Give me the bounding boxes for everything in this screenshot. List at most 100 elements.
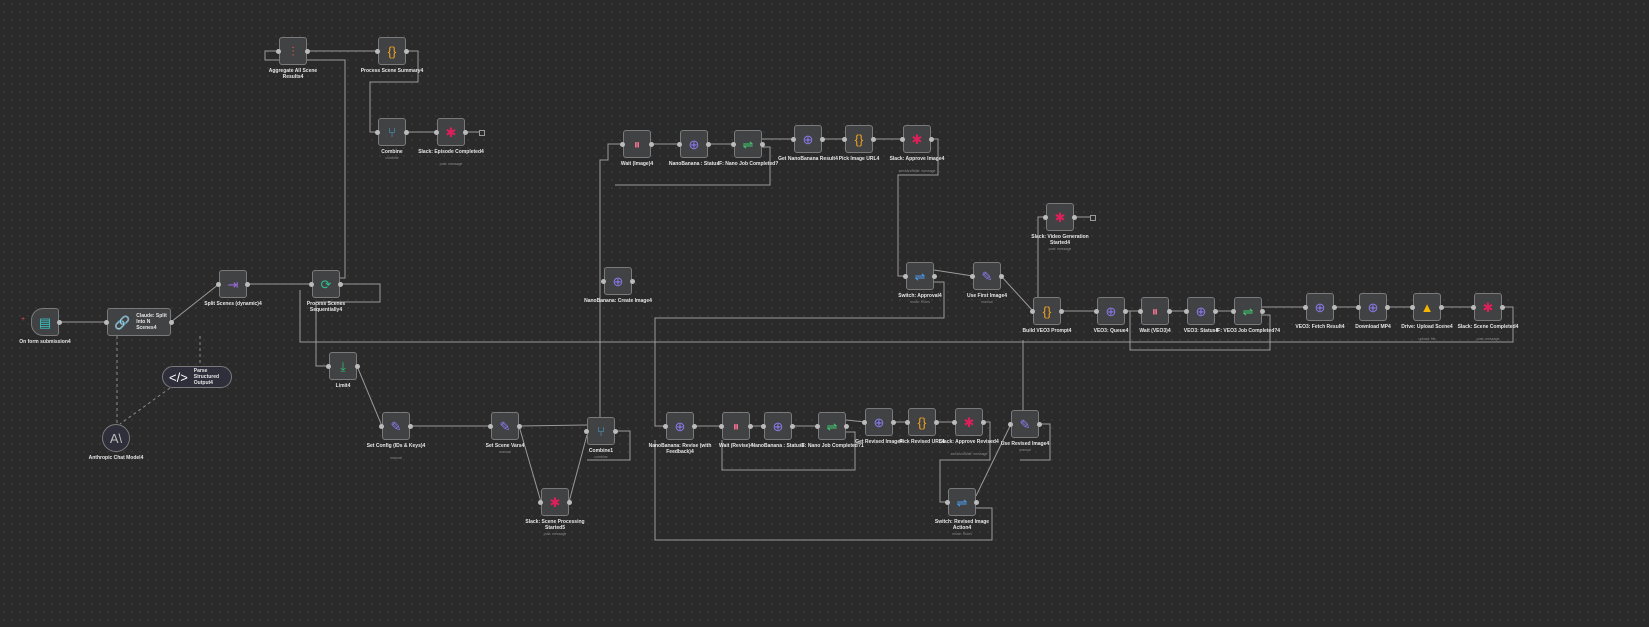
output-port[interactable] [1385, 304, 1390, 310]
output-port[interactable] [1059, 308, 1064, 314]
input-port[interactable] [1356, 304, 1361, 310]
output-port[interactable] [871, 136, 876, 142]
node-drive-upload[interactable]: ▲ [1413, 293, 1441, 321]
input-port[interactable] [952, 419, 957, 425]
output-port[interactable] [999, 273, 1004, 279]
node-pick-revised-url[interactable]: {} [908, 408, 936, 436]
input-port[interactable] [970, 273, 975, 279]
node-slack-approve[interactable]: ✱ [903, 125, 931, 153]
node-aggregate[interactable]: ⫶ [279, 37, 307, 65]
input-port[interactable] [1094, 308, 1099, 314]
connection-49[interactable] [1129, 311, 1271, 351]
input-port[interactable] [1138, 308, 1143, 314]
output-port[interactable] [974, 499, 979, 505]
node-use-first-image[interactable]: ✎ [973, 262, 1001, 290]
input-port[interactable] [434, 129, 439, 135]
node-get-revised[interactable]: ⊕ [865, 408, 893, 436]
node-nano-status1[interactable]: ⊕ [764, 412, 792, 440]
node-nano-create[interactable]: ⊕ [604, 267, 632, 295]
output-port[interactable] [934, 419, 939, 425]
connection-47[interactable] [721, 431, 856, 471]
input-port[interactable] [945, 499, 950, 505]
input-port[interactable] [761, 423, 766, 429]
output-port[interactable] [567, 499, 572, 505]
node-wait-image[interactable]: ⏸ [623, 130, 651, 158]
input-port[interactable] [1303, 304, 1308, 310]
node-nano-status[interactable]: ⊕ [680, 130, 708, 158]
node-build-veo3[interactable]: {} [1033, 297, 1061, 325]
node-split-scenes[interactable]: ⇥ [219, 270, 247, 298]
output-port[interactable] [760, 141, 765, 147]
input-port[interactable] [731, 141, 736, 147]
add-node-button[interactable] [1090, 215, 1096, 221]
input-port[interactable] [104, 319, 109, 325]
output-port[interactable] [57, 319, 62, 325]
output-port[interactable] [1439, 304, 1444, 310]
output-port[interactable] [355, 363, 360, 369]
input-port[interactable] [488, 423, 493, 429]
input-port[interactable] [584, 428, 589, 434]
input-port[interactable] [791, 136, 796, 142]
node-combine[interactable]: ⑂ [378, 118, 406, 146]
input-port[interactable] [326, 363, 331, 369]
node-slack-approve-revised[interactable]: ✱ [955, 408, 983, 436]
input-port[interactable] [719, 423, 724, 429]
output-port[interactable] [245, 281, 250, 287]
node-process-scenes[interactable]: ⟳ [312, 270, 340, 298]
node-wait-revise[interactable]: ⏸ [722, 412, 750, 440]
output-port[interactable] [1500, 304, 1505, 310]
output-port[interactable] [981, 419, 986, 425]
output-port[interactable] [1072, 214, 1077, 220]
connection-4[interactable] [356, 365, 383, 427]
input-port[interactable] [538, 499, 543, 505]
connection-10[interactable] [599, 143, 623, 417]
input-port[interactable] [375, 48, 380, 54]
output-port[interactable] [1260, 308, 1265, 314]
output-port[interactable] [1037, 421, 1042, 427]
output-port[interactable] [613, 428, 618, 434]
connection-6[interactable] [518, 424, 588, 427]
connection-36[interactable] [654, 281, 945, 427]
output-port[interactable] [1123, 308, 1128, 314]
input-port[interactable] [663, 423, 668, 429]
input-port[interactable] [903, 273, 908, 279]
output-port[interactable] [929, 136, 934, 142]
output-port[interactable] [404, 129, 409, 135]
connection-13[interactable] [369, 50, 419, 133]
node-if-nano[interactable]: ⇌ [734, 130, 762, 158]
output-port[interactable] [790, 423, 795, 429]
node-get-nano-result[interactable]: ⊕ [794, 125, 822, 153]
node-parse-output[interactable]: </>Parse Structured Output4 [162, 366, 232, 388]
input-port[interactable] [1008, 421, 1013, 427]
node-set-scene-vars[interactable]: ✎ [491, 412, 519, 440]
output-port[interactable] [630, 278, 635, 284]
node-veo3-queue[interactable]: ⊕ [1097, 297, 1125, 325]
node-slack-scene-completed[interactable]: ✱ [1474, 293, 1502, 321]
node-slack-episode[interactable]: ✱ [437, 118, 465, 146]
output-port[interactable] [692, 423, 697, 429]
input-port[interactable] [862, 419, 867, 425]
output-port[interactable] [748, 423, 753, 429]
node-anthropic-model[interactable]: A\ [102, 424, 130, 452]
node-if-nano1[interactable]: ⇌ [818, 412, 846, 440]
connection-21[interactable] [897, 138, 939, 277]
input-port[interactable] [1410, 304, 1415, 310]
output-port[interactable] [305, 48, 310, 54]
node-veo3-fetch[interactable]: ⊕ [1306, 293, 1334, 321]
node-slack-scene-started[interactable]: ✱ [541, 488, 569, 516]
connection-11[interactable] [264, 50, 346, 279]
input-port[interactable] [309, 281, 314, 287]
node-combine1[interactable]: ⑂ [587, 417, 615, 445]
input-port[interactable] [677, 141, 682, 147]
connection-7[interactable] [518, 425, 542, 503]
node-limit[interactable]: ⤓ [329, 352, 357, 380]
node-wait-veo3[interactable]: ⏸ [1141, 297, 1169, 325]
input-port[interactable] [276, 48, 281, 54]
connection-34[interactable] [299, 290, 1514, 343]
node-claude-split[interactable]: 🔗Claude: Split Into N Scenes4 [107, 308, 171, 336]
input-port[interactable] [815, 423, 820, 429]
node-veo3-status[interactable]: ⊕ [1187, 297, 1215, 325]
connection-48[interactable] [654, 440, 993, 541]
input-port[interactable] [620, 141, 625, 147]
